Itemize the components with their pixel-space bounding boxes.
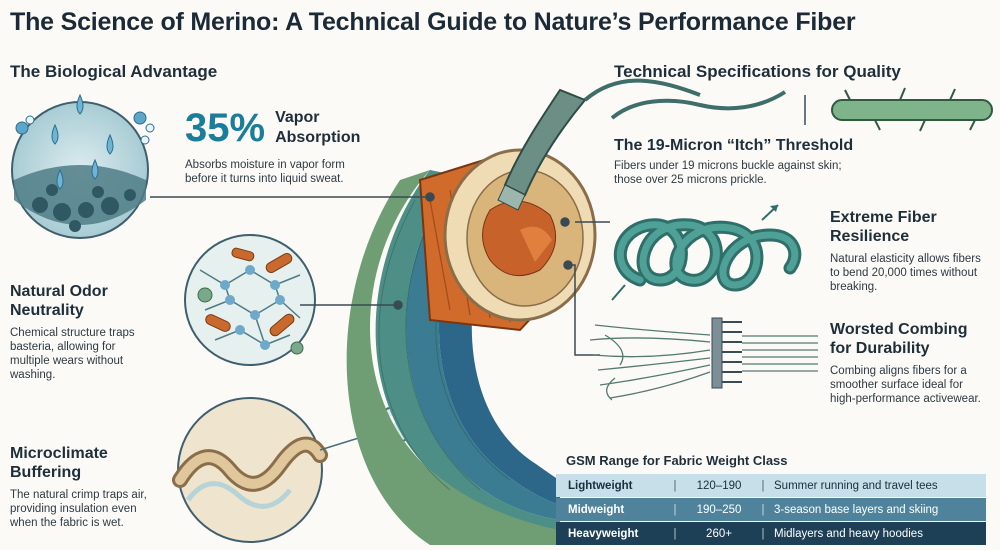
elastic-coil-icon (611, 204, 802, 301)
vapor-label-line1: Vapor (275, 109, 320, 126)
microclimate-desc-line: when the fabric is wet. (10, 517, 124, 529)
gsm-table-title: GSM Range for Fabric Weight Class (566, 453, 788, 468)
gsm-range: 260+ (706, 527, 732, 540)
microclimate-card: Microclimate Buffering The natural crimp… (10, 444, 180, 530)
resilience-desc-line: Natural elasticity allows fibers (830, 253, 981, 265)
micron-card: The 19-Micron “Itch” Threshold Fibers un… (614, 136, 994, 187)
gsm-use: Midlayers and heavy hoodies (774, 527, 923, 540)
microclimate-title-line1: Microclimate (10, 445, 108, 462)
resilience-desc-line: to bend 20,000 times without (830, 267, 978, 279)
gsm-separator: | (673, 503, 677, 516)
vapor-stat-block: 35% Vapor Absorption Absorbs moisture in… (185, 108, 360, 186)
gsm-class: Midweight (568, 503, 625, 516)
biological-advantage-heading: The Biological Advantage (10, 62, 218, 81)
resilience-desc-line: breaking. (830, 281, 878, 293)
worsted-desc-line: high-performance activewear. (830, 393, 981, 405)
gsm-row-heavyweight: Heavyweight | 260+ | Midlayers and heavy… (556, 522, 986, 545)
vapor-desc-line1: Absorbs moisture in vapor form (185, 159, 345, 171)
resilience-title-line1: Extreme Fiber (830, 209, 937, 226)
gsm-row-lightweight: Lightweight | 120–190 | Summer running a… (556, 474, 986, 497)
connector-lines (150, 192, 610, 356)
gsm-row-midweight: Midweight | 190–250 | 3-season base laye… (556, 498, 986, 521)
resilience-card: Extreme Fiber Resilience Natural elastic… (830, 208, 995, 294)
page-title: The Science of Merino: A Technical Guide… (10, 8, 856, 36)
bacteria-molecule-illustration (184, 234, 316, 366)
microclimate-desc-line: providing insulation even (10, 503, 137, 515)
fiber-cross-section (418, 78, 701, 332)
worsted-title-line2: for Durability (830, 340, 930, 357)
resilience-title-line2: Resilience (830, 228, 910, 245)
worsted-desc-line: Combing aligns fibers for a (830, 365, 967, 377)
vapor-stat-value: 35% (185, 106, 266, 150)
micron-desc-line2: those over 25 microns prickle. (614, 174, 767, 186)
microclimate-desc-line: The natural crimp traps air, (10, 489, 147, 501)
microclimate-title-line2: Buffering (10, 464, 82, 481)
vapor-droplet-illustration (11, 93, 155, 239)
micron-title: The 19-Micron “Itch” Threshold (614, 137, 854, 154)
combing-fibers-icon (589, 317, 818, 401)
gsm-separator: | (761, 503, 765, 516)
odor-title-line1: Natural Odor (10, 283, 108, 300)
worsted-card: Worsted Combing for Durability Combing a… (830, 320, 998, 406)
worsted-desc-line: smoother surface ideal for (830, 379, 963, 391)
gsm-separator: | (673, 479, 677, 492)
odor-desc-line: washing. (10, 369, 56, 381)
odor-desc-line: multiple wears without (10, 355, 124, 367)
micron-fiber-icons (610, 87, 993, 132)
gsm-class: Heavyweight (568, 527, 639, 540)
gsm-range: 190–250 (696, 503, 742, 516)
micron-desc-line1: Fibers under 19 microns buckle against s… (614, 160, 842, 172)
gsm-class: Lightweight (568, 479, 633, 492)
gsm-use: 3-season base layers and skiing (774, 503, 939, 516)
vapor-desc-line2: before it turns into liquid sweat. (185, 173, 344, 185)
gsm-range: 120–190 (696, 479, 742, 492)
gsm-separator: | (673, 527, 677, 540)
technical-specs-heading: Technical Specifications for Quality (614, 62, 901, 81)
odor-desc-line: Chemical structure traps (10, 327, 135, 339)
odor-card: Natural Odor Neutrality Chemical structu… (10, 282, 180, 382)
gsm-use: Summer running and travel tees (774, 479, 938, 492)
gsm-separator: | (761, 527, 765, 540)
gsm-separator: | (761, 479, 765, 492)
gsm-table: Lightweight | 120–190 | Summer running a… (556, 474, 986, 546)
odor-title-line2: Neutrality (10, 302, 84, 319)
worsted-title-line1: Worsted Combing (830, 321, 968, 338)
odor-desc-line: basteria, allowing for (10, 341, 116, 353)
vapor-label-line2: Absorption (275, 129, 361, 146)
